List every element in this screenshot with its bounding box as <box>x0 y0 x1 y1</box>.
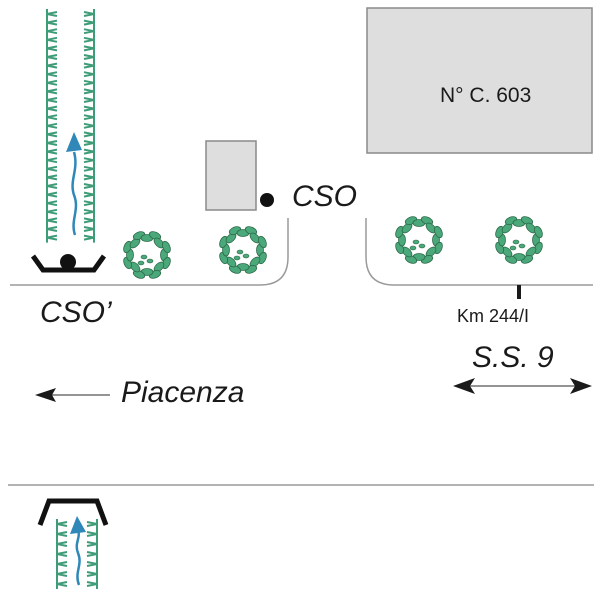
km-marker-label: Km 244/I <box>457 306 530 326</box>
grass-symbol <box>86 549 98 559</box>
direction-label: Piacenza <box>121 376 245 409</box>
outfall-headwall-icon <box>37 498 109 526</box>
grass-symbol <box>56 549 68 559</box>
grass-symbol <box>46 181 58 191</box>
grass-symbol <box>83 215 95 226</box>
flow-arrowhead-icon <box>70 516 86 534</box>
grass-symbol <box>46 103 58 114</box>
grass-symbol <box>46 172 58 183</box>
grass-symbol <box>86 539 98 549</box>
grass-symbol <box>46 206 58 217</box>
road-name-label: S.S. 9 <box>472 341 554 374</box>
grass-symbol <box>46 86 58 97</box>
grass-symbol <box>83 198 95 209</box>
grass-symbol <box>83 172 95 183</box>
small-building <box>205 140 257 211</box>
grass-symbol <box>83 181 95 191</box>
grass-symbol <box>83 129 95 140</box>
tree-icon <box>395 216 443 264</box>
grass-symbol <box>83 60 95 71</box>
outfall-point-icon <box>60 254 76 270</box>
grass-symbol <box>56 519 68 529</box>
grass-symbol <box>46 155 58 166</box>
grass-symbol <box>83 103 95 114</box>
outfall-headwall-icon <box>30 254 107 273</box>
grass-symbol <box>56 559 68 569</box>
grass-symbol <box>86 559 98 569</box>
grass-symbol <box>46 69 58 80</box>
grass-symbol <box>56 579 68 589</box>
grass-symbol <box>46 43 58 54</box>
grass-symbol <box>83 146 95 157</box>
grass-symbol <box>46 112 58 123</box>
flow-arrow-icon <box>71 151 78 236</box>
grass-symbol <box>83 52 95 62</box>
grass-symbol <box>83 112 95 123</box>
grass-symbol <box>46 34 58 45</box>
building-number-label: N° C. 603 <box>440 84 532 107</box>
grass-symbol <box>46 163 58 174</box>
grass-symbol <box>83 155 95 166</box>
tree-icon <box>495 216 543 264</box>
grass-symbol <box>56 569 68 579</box>
grass-symbol <box>83 43 95 54</box>
grass-symbol <box>83 34 95 45</box>
grass-symbol <box>46 26 58 37</box>
grass-symbol <box>83 26 95 37</box>
grass-symbol <box>46 17 58 28</box>
grass-symbol <box>46 215 58 226</box>
direction-arrowhead-icon <box>35 388 56 402</box>
tree-icon <box>123 231 171 279</box>
grass-symbol <box>86 529 98 539</box>
grass-symbol <box>83 163 95 174</box>
grass-symbol <box>83 77 95 88</box>
grass-symbol <box>86 569 98 579</box>
road-edge-upper-right <box>365 218 593 286</box>
grass-symbol <box>83 232 95 243</box>
grass-symbol <box>83 9 95 19</box>
grass-symbol <box>46 138 58 148</box>
grass-symbol <box>56 529 68 539</box>
grass-symbol <box>86 519 98 529</box>
grass-symbol <box>46 95 58 105</box>
road-arrow-left-icon <box>453 378 475 394</box>
grass-symbol <box>56 539 68 549</box>
discharge-point-icon <box>260 193 274 207</box>
grass-symbol <box>46 77 58 88</box>
grass-symbol <box>46 60 58 71</box>
grass-symbol <box>83 17 95 28</box>
grass-symbol <box>46 120 58 131</box>
tree-icon <box>219 226 267 274</box>
grass-symbol <box>83 206 95 217</box>
km-marker-tick <box>517 285 521 299</box>
grass-symbol <box>83 95 95 105</box>
grass-symbol <box>83 189 95 200</box>
grass-symbol <box>46 198 58 209</box>
vegetated-channel-icon <box>46 9 95 243</box>
road-arrow-right-icon <box>570 378 592 394</box>
grass-symbol <box>46 146 58 157</box>
grass-symbol <box>46 232 58 243</box>
grass-symbol <box>46 9 58 19</box>
grass-symbol <box>83 86 95 97</box>
grass-symbol <box>83 138 95 148</box>
cso-label: CSO <box>292 180 358 213</box>
cso-prime-label: CSO’ <box>40 296 112 329</box>
grass-symbol <box>86 579 98 589</box>
grass-symbol <box>83 120 95 131</box>
grass-symbol <box>46 189 58 200</box>
building-603 <box>366 7 593 154</box>
vegetated-channel-icon <box>56 519 98 589</box>
flow-arrow-icon <box>75 529 81 586</box>
grass-symbol <box>46 129 58 140</box>
grass-symbol <box>83 224 95 234</box>
grass-symbol <box>46 224 58 234</box>
flow-arrowhead-icon <box>66 132 82 152</box>
grass-symbol <box>46 52 58 62</box>
grass-symbol <box>83 69 95 80</box>
road-edge-upper-left <box>10 218 289 286</box>
